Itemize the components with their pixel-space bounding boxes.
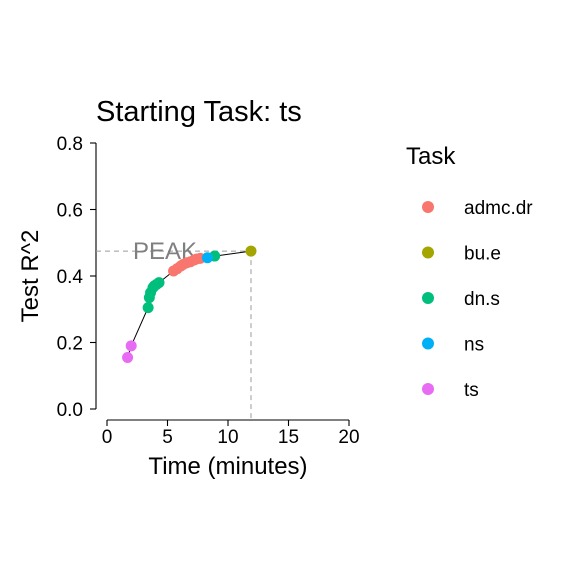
y-tick-label: 0.8: [57, 134, 83, 155]
chart-title: Starting Task: ts: [96, 96, 302, 128]
x-tick-label: 0: [102, 427, 113, 448]
x-tick-label: 10: [217, 427, 238, 448]
legend: Task admc.dr bu.e dn.s ns ts: [406, 143, 533, 401]
legend-label: dn.s: [464, 289, 500, 310]
legend-key-ts: [422, 383, 434, 395]
x-tick-label: 15: [278, 427, 299, 448]
point-bu-e: [245, 245, 257, 257]
peak-guides: [96, 250, 252, 420]
y-tick-label: 0.0: [57, 400, 83, 421]
legend-key-dn-s: [422, 292, 434, 304]
legend-label: ts: [464, 380, 479, 401]
axes: 0.0 0.2 0.4 0.6 0.8 0 5 10 15 20: [57, 134, 360, 448]
legend-key-bu-e: [422, 246, 434, 259]
data-points: [122, 245, 257, 363]
y-axis-label: Test R^2: [17, 230, 44, 323]
legend-key-admc-dr: [422, 201, 434, 213]
point-ns: [201, 252, 213, 264]
x-tick-label: 5: [162, 427, 173, 448]
legend-label: admc.dr: [464, 198, 533, 219]
legend-title: Task: [406, 143, 456, 170]
point-ts: [125, 340, 137, 352]
legend-label: ns: [464, 335, 484, 356]
point-dn-s: [153, 277, 165, 289]
legend-label: bu.e: [464, 244, 501, 265]
y-tick-label: 0.2: [57, 334, 83, 355]
x-tick-label: 20: [338, 427, 359, 448]
point-dn-s: [142, 302, 154, 314]
y-tick-label: 0.4: [57, 267, 84, 288]
x-axis-label: Time (minutes): [148, 453, 307, 480]
y-tick-label: 0.6: [57, 201, 83, 222]
point-ts: [122, 351, 134, 363]
legend-key-ns: [422, 337, 434, 350]
